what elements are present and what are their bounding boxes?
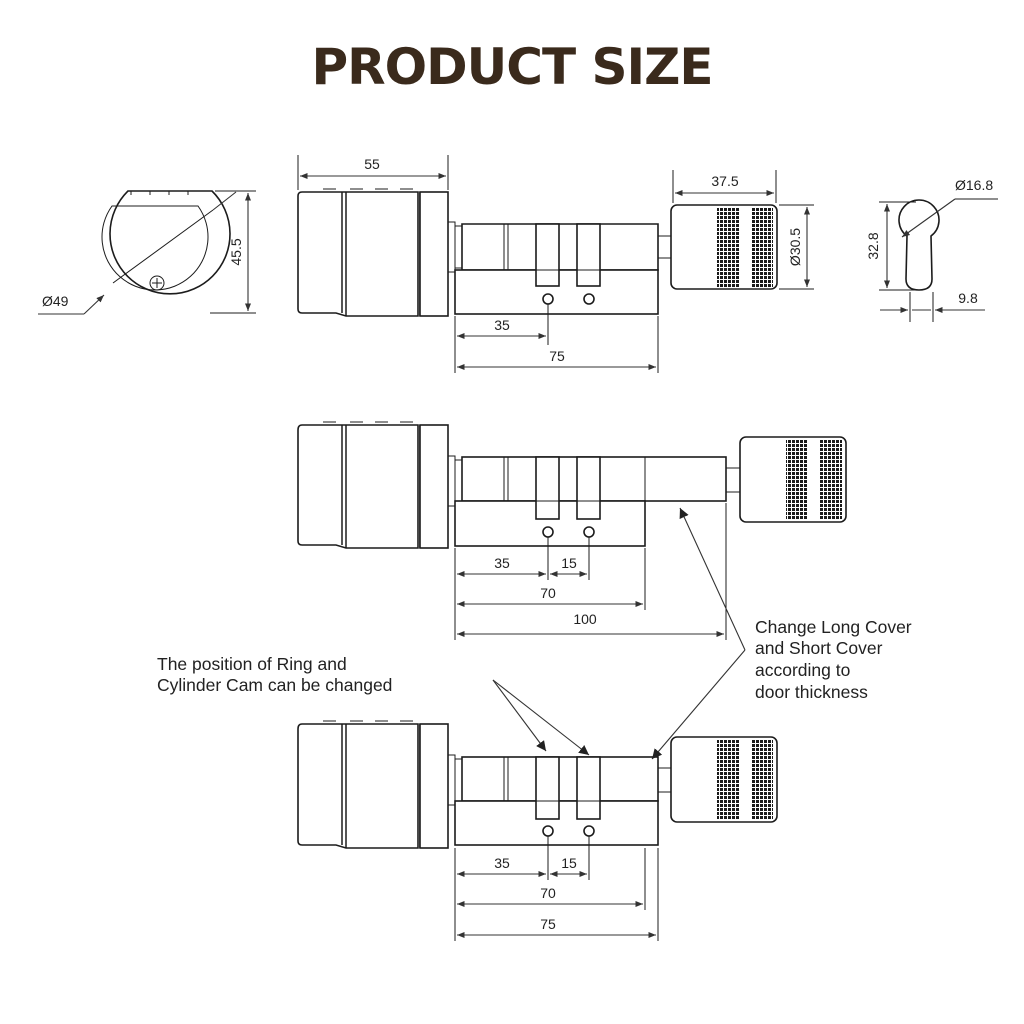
annotations: The position of Ring and Cylinder Cam ca… bbox=[157, 507, 912, 760]
diameter-label: Ø49 bbox=[42, 293, 69, 309]
diameter-line bbox=[112, 209, 214, 284]
profile-view: Ø16.8 32.8 9.8 bbox=[865, 177, 998, 322]
diameter-leader bbox=[212, 191, 237, 211]
cylinder-body bbox=[461, 223, 659, 271]
thumbturn-housing bbox=[297, 191, 419, 317]
ring-cam-arrow bbox=[492, 679, 590, 756]
thumbturn-length-label: 55 bbox=[364, 156, 380, 172]
knurl-band bbox=[751, 207, 773, 287]
pin-diameter-label: Ø16.8 bbox=[955, 177, 993, 193]
cover-note-line-2: and Short Cover bbox=[755, 638, 883, 658]
ring-cam-arrow bbox=[492, 679, 547, 752]
short-dim-total: 75 bbox=[540, 916, 556, 932]
long-dim-b: 15 bbox=[561, 555, 577, 571]
short-dim-c: 70 bbox=[540, 885, 556, 901]
cover-arrow-long bbox=[679, 507, 746, 651]
height-dimension-label: 45.5 bbox=[228, 238, 244, 265]
knurl-band bbox=[717, 207, 739, 287]
cover-arrow-short bbox=[651, 649, 746, 760]
knob-diameter-label: Ø30.5 bbox=[787, 228, 803, 266]
cover-note-line-4: door thickness bbox=[755, 682, 868, 702]
side-view-standard: 55 37.5 Ø30.5 35 75 bbox=[297, 155, 814, 373]
profile-width-label: 9.8 bbox=[958, 290, 978, 306]
cam bbox=[535, 223, 560, 287]
screw-icon bbox=[149, 275, 165, 291]
knob-length-label: 37.5 bbox=[711, 173, 738, 189]
ring-cam-note-line-1: The position of Ring and bbox=[157, 654, 347, 674]
side-view-short: 35 15 70 75 bbox=[297, 720, 778, 941]
top-view: 45.5 Ø49 bbox=[38, 190, 256, 315]
ring bbox=[576, 223, 601, 287]
short-dim-b: 15 bbox=[561, 855, 577, 871]
cam-offset-label: 35 bbox=[494, 317, 510, 333]
total-length-label: 75 bbox=[549, 348, 565, 364]
page-title: PRODUCT SIZE bbox=[311, 38, 714, 96]
keyhole-profile bbox=[898, 199, 940, 291]
long-dim-c: 70 bbox=[540, 585, 556, 601]
long-dim-total: 100 bbox=[573, 611, 597, 627]
side-view-long: 35 15 70 100 bbox=[297, 421, 847, 640]
profile-height-label: 32.8 bbox=[865, 232, 881, 259]
round-body-outline bbox=[109, 190, 231, 295]
short-dim-a: 35 bbox=[494, 855, 510, 871]
cover-note-line-1: Change Long Cover bbox=[755, 617, 912, 637]
ring-cam-note-line-2: Cylinder Cam can be changed bbox=[157, 675, 392, 695]
long-dim-a: 35 bbox=[494, 555, 510, 571]
cover-note-line-3: according to bbox=[755, 660, 850, 680]
